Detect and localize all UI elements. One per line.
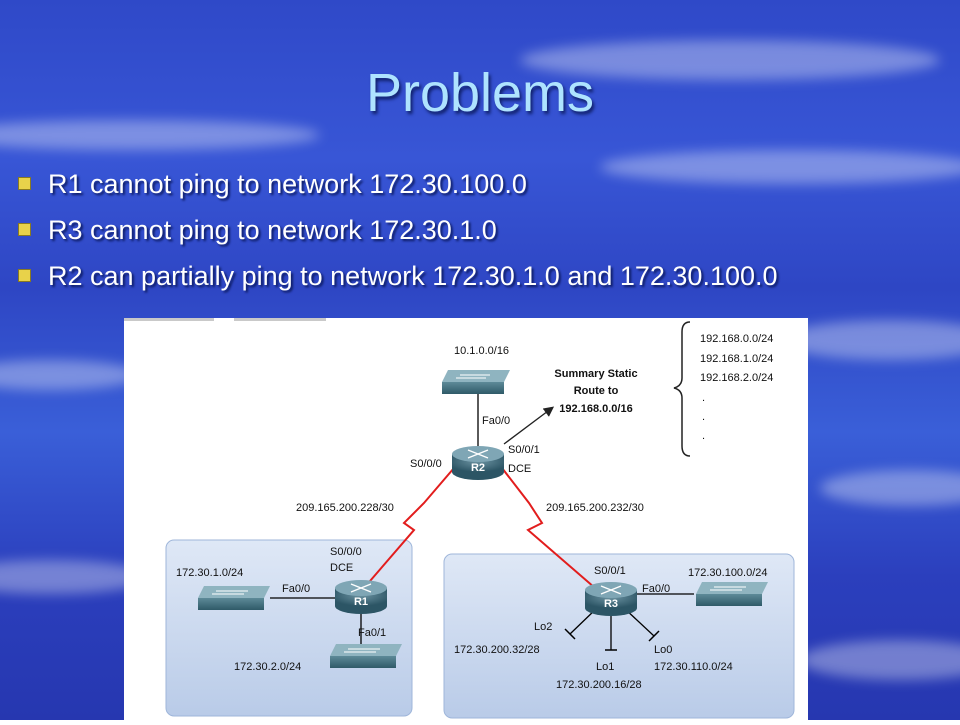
switch-r3-lan-icon [696,582,768,606]
router-r1-icon: R1 [335,580,387,614]
summary-list-item: 192.168.0.0/24 [700,333,773,345]
switch-r1-lan1-icon [198,586,270,610]
router-r1-label: R1 [354,596,368,608]
bullet-text: R3 cannot ping to network 172.30.1.0 [48,215,497,245]
r1-s000-label: S0/0/0 [330,546,362,558]
r2-s001-label: S0/0/1 [508,444,540,456]
link-right-network: 209.165.200.232/30 [546,502,644,514]
network-top-lan: 10.1.0.0/16 [454,345,509,357]
r2-fa00-label: Fa0/0 [482,415,510,427]
r1-fa01-label: Fa0/1 [358,627,386,639]
bullet-item: R2 can partially ping to network 172.30.… [18,260,778,306]
link-left-network: 209.165.200.228/30 [296,502,394,514]
serial-link-r2-r1 [363,467,455,589]
r3-s001-label: S0/0/1 [594,565,626,577]
switch-top-icon [442,370,510,394]
slide-title: Problems [365,63,595,123]
bullet-text: R1 cannot ping to network 172.30.100.0 [48,169,527,199]
router-r2-label: R2 [471,462,485,474]
router-r3-label: R3 [604,598,618,610]
network-topology-diagram: R2 R1 R3 10.1.0.0/16 Summary Static Rout… [124,318,808,720]
summary-list-item: . [702,392,705,404]
bullet-item: R3 cannot ping to network 172.30.1.0 [18,214,778,260]
r1-lan2-network: 172.30.2.0/24 [234,661,301,673]
router-r3-icon: R3 [585,582,637,616]
switch-r1-lan2-icon [330,644,402,668]
r3-lo0-label: Lo0 [654,644,672,656]
r3-lan-network: 172.30.100.0/24 [688,567,768,579]
summary-line1: Summary Static [554,368,637,380]
r1-fa00-label: Fa0/0 [282,583,310,595]
serial-link-r2-r3 [501,467,603,595]
lo2-network: 172.30.200.32/28 [454,644,540,656]
bullet-item: R1 cannot ping to network 172.30.100.0 [18,168,778,214]
r2-s000-label: S0/0/0 [410,458,442,470]
summary-list-item: . [702,411,705,423]
square-bullet-icon [18,223,31,236]
summary-list-item: . [702,430,705,442]
r1-dce-label: DCE [330,562,353,574]
summary-line2: Route to [574,385,619,397]
r3-fa00-label: Fa0/0 [642,583,670,595]
lo1-network: 172.30.200.16/28 [556,679,642,691]
router-r2-icon: R2 [452,446,504,480]
bullet-text: R2 can partially ping to network 172.30.… [48,261,778,291]
r1-lan1-network: 172.30.1.0/24 [176,567,243,579]
r3-lo2-label: Lo2 [534,621,552,633]
summary-list-item: 192.168.2.0/24 [700,372,773,384]
square-bullet-icon [18,177,31,190]
bullet-list: R1 cannot ping to network 172.30.100.0 R… [18,168,778,306]
square-bullet-icon [18,269,31,282]
summary-line3: 192.168.0.0/16 [559,403,632,415]
summary-brace [673,321,691,457]
r3-lo1-label: Lo1 [596,661,614,673]
lo0-network: 172.30.110.0/24 [654,661,733,673]
summary-list-item: 192.168.1.0/24 [700,353,773,365]
r2-dce-label: DCE [508,463,531,475]
